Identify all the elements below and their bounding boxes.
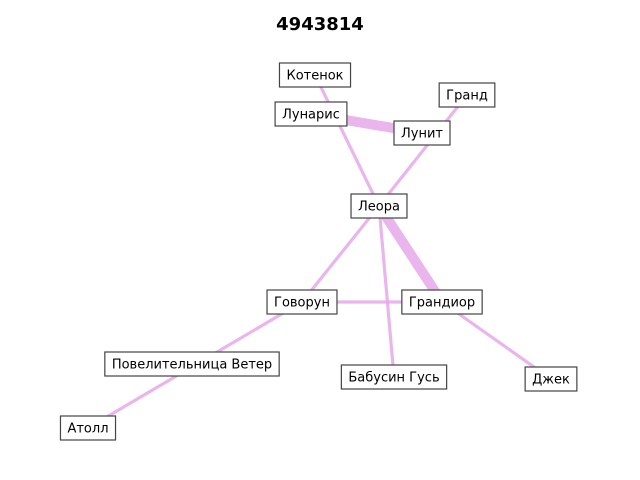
node-label: Бабусин Гусь: [348, 371, 439, 386]
node-box: [524, 366, 578, 392]
edge-kotenok-leora: [313, 74, 381, 207]
node-babusin: Бабусин Гусь: [340, 364, 448, 390]
node-atoll: Атолл: [59, 415, 117, 441]
node-label: Гранд: [446, 89, 488, 104]
node-label: Грандиор: [409, 296, 475, 311]
node-box: [59, 415, 117, 441]
edge-grandior-dzhek: [441, 300, 552, 381]
node-label: Джек: [532, 373, 570, 388]
node-lunit: Лунит: [393, 120, 451, 146]
edge-leora-babusin: [377, 205, 396, 378]
node-lunaris: Лунарис: [274, 101, 348, 127]
node-label: Говорун: [274, 296, 330, 311]
edge-leora-govorun: [300, 204, 381, 304]
edge-leora-grandior: [374, 203, 447, 305]
node-box: [274, 101, 348, 127]
node-grand: Гранд: [438, 82, 496, 108]
node-leora: Леора: [350, 193, 408, 219]
node-box: [104, 351, 280, 377]
node-povelitelnitsa: Повелительница Ветер: [104, 351, 280, 377]
diagram-title: 4943814: [276, 14, 364, 35]
node-box: [350, 193, 408, 219]
node-box: [266, 289, 338, 315]
node-label: Леора: [358, 200, 400, 215]
node-govorun: Говорун: [266, 289, 338, 315]
node-box: [438, 82, 496, 108]
node-grandior: Грандиор: [401, 289, 483, 315]
node-label: Лунит: [401, 127, 443, 142]
node-dzhek: Джек: [524, 366, 578, 392]
node-label: Лунарис: [282, 108, 340, 123]
node-box: [401, 289, 483, 315]
edge-grand-leora: [377, 94, 469, 207]
node-box: [278, 62, 352, 88]
node-kotenok: Котенок: [278, 62, 352, 88]
node-label: Повелительница Ветер: [112, 358, 272, 373]
node-label: Котенок: [286, 69, 343, 84]
node-box: [340, 364, 448, 390]
node-box: [393, 120, 451, 146]
node-label: Атолл: [67, 422, 108, 437]
